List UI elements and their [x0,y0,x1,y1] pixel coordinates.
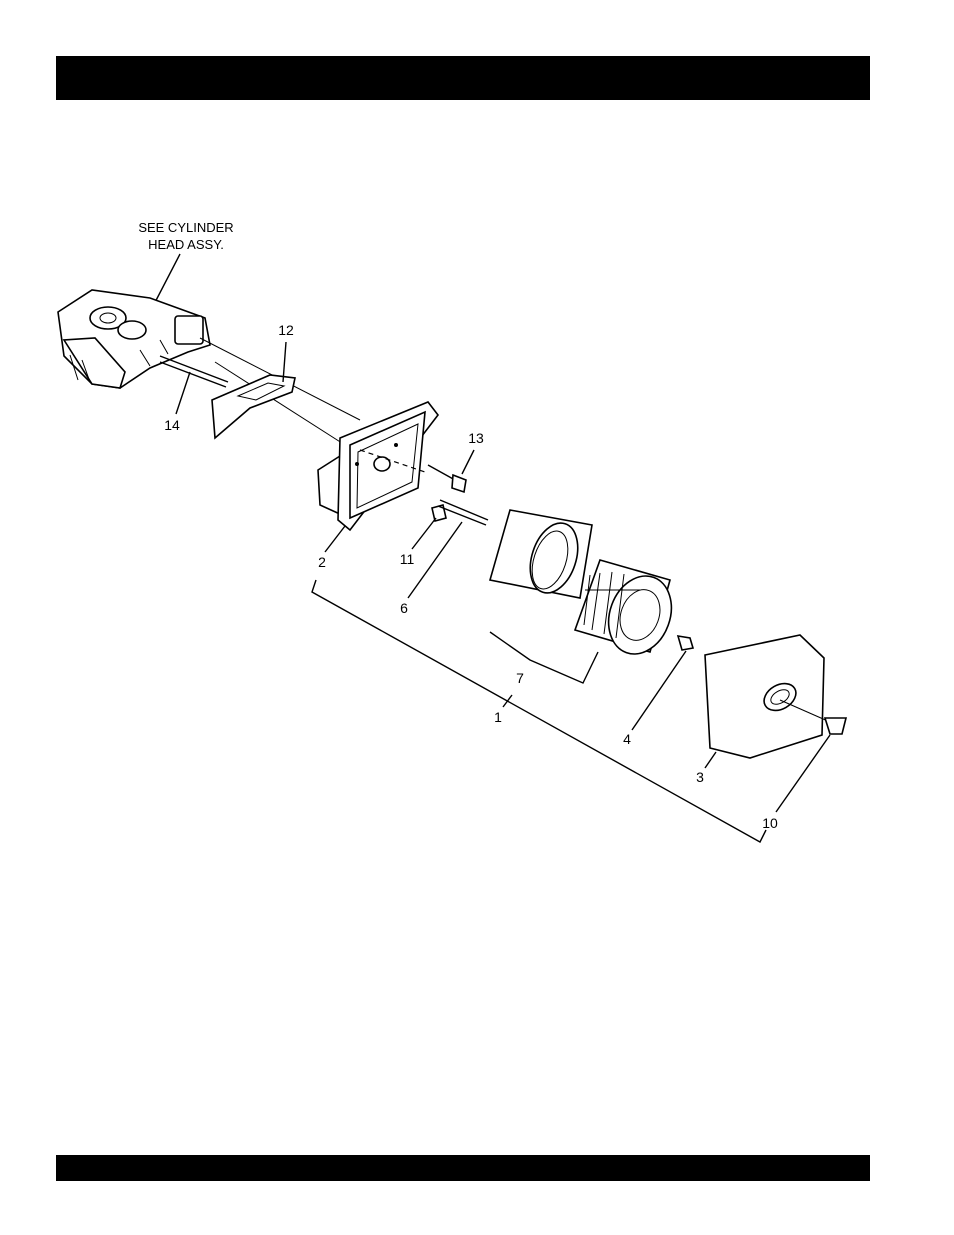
callout-7: 7 [516,670,524,686]
cover-3 [705,635,824,758]
paper-filter-element [575,560,682,663]
callout-14: 14 [164,417,180,433]
air-cleaner-base-2 [318,402,438,530]
fitting-4 [678,636,693,650]
callout-1: 1 [494,709,502,725]
footer-bar [56,1155,870,1181]
callout-3: 3 [696,769,704,785]
leader-4 [632,651,686,730]
leader-13 [462,450,474,474]
note-line-1: SEE CYLINDER [138,220,233,235]
leader-2 [325,526,345,552]
leader-3 [705,752,716,768]
callout-10: 10 [762,815,778,831]
callout-4: 4 [623,731,631,747]
foam-element [490,510,592,599]
leader-6 [408,522,462,598]
leader-14 [176,372,190,414]
leader-11 [412,518,436,549]
nut-11 [432,505,446,521]
callout-2: 2 [318,554,326,570]
callout-6: 6 [400,600,408,616]
callout-12: 12 [278,322,294,338]
bolt-13 [428,465,466,492]
bracket-1 [312,580,766,842]
callout-13: 13 [468,430,484,446]
gasket-12 [212,375,295,438]
cylinder-head [58,290,210,388]
leader-1 [503,695,512,707]
note-line-2: HEAD ASSY. [148,237,224,252]
callout-11: 11 [400,551,415,567]
stud-14 [160,356,228,387]
bracket-7 [490,632,598,683]
